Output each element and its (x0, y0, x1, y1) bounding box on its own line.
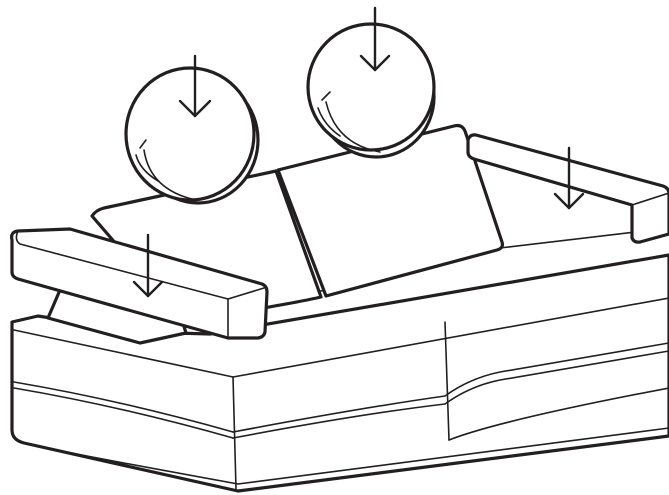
right-bolster-pillow (308, 24, 434, 157)
right-bolster-front-face (308, 24, 434, 150)
left-bolster-front-face (126, 68, 254, 200)
left-bolster-pillow (126, 68, 258, 203)
